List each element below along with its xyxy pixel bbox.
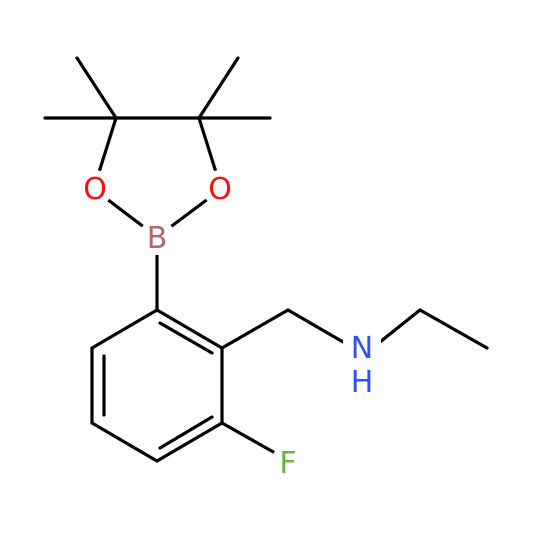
atom-boron: B xyxy=(147,221,168,256)
bond-ch2-n xyxy=(286,308,352,348)
atom-hydrogen: H xyxy=(351,365,374,400)
bond-ethyl xyxy=(418,308,489,350)
bond-ring-6 xyxy=(90,308,159,350)
atom-oxygen-2: O xyxy=(208,172,232,207)
atom-nitrogen: N xyxy=(351,331,373,366)
atom-oxygen-1: O xyxy=(83,172,107,207)
bond-methyl-1 xyxy=(75,56,118,120)
atom-bg-n xyxy=(343,330,381,394)
bond-ring-4 xyxy=(90,421,159,463)
atom-bg-o1 xyxy=(77,170,113,206)
bond-ring-3 xyxy=(155,421,224,463)
bond-n-ch2 xyxy=(373,308,422,348)
atom-fluorine: F xyxy=(279,446,296,481)
bond-methyl-4 xyxy=(197,56,240,120)
bond-ring-1 xyxy=(155,308,224,350)
bond-ch2 xyxy=(220,308,290,350)
atom-bg-f xyxy=(271,445,305,479)
atom-bg-o2 xyxy=(202,170,238,206)
bond-ring-1-inner xyxy=(158,321,214,355)
bond-ring-3-inner xyxy=(158,415,214,450)
atom-bg-b xyxy=(139,219,175,255)
bond-c-f xyxy=(220,421,286,460)
